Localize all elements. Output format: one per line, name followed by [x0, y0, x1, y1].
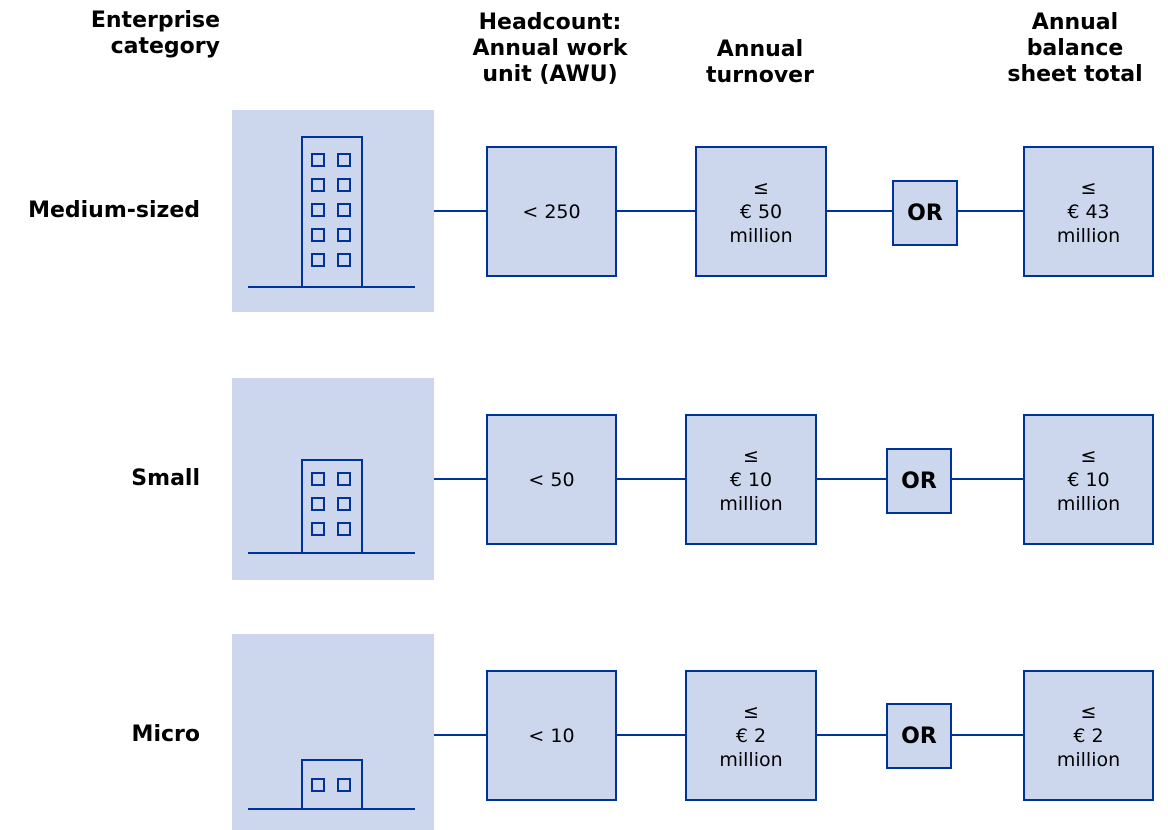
or-label: OR [901, 468, 937, 494]
medium-building-icon [232, 110, 434, 312]
turnover-unit: million [729, 224, 793, 247]
headcount-value: < 10 [528, 724, 575, 747]
header-balance-sheet-total: Annual balance sheet total [1007, 10, 1143, 87]
connector-line [617, 478, 687, 480]
connector-line [434, 734, 488, 736]
connector-line [434, 210, 488, 212]
or-box-micro: OR [886, 703, 952, 769]
or-box-small: OR [886, 448, 952, 514]
balance-amount: € 2 [1073, 724, 1104, 747]
or-label: OR [907, 200, 943, 226]
connector-line [817, 734, 887, 736]
turnover-symbol: ≤ [753, 176, 769, 199]
header-headcount: Headcount: Annual work unit (AWU) [472, 10, 628, 87]
connector-line [952, 478, 1025, 480]
connector-line [617, 734, 687, 736]
balance-box-small: ≤ € 10 million [1023, 414, 1154, 545]
balance-box-medium: ≤ € 43 million [1023, 146, 1154, 277]
turnover-symbol: ≤ [743, 444, 759, 467]
headcount-value: < 50 [528, 468, 575, 491]
balance-amount: € 43 [1067, 200, 1110, 223]
or-box-medium: OR [892, 180, 958, 246]
connector-line [434, 478, 488, 480]
balance-box-micro: ≤ € 2 million [1023, 670, 1154, 801]
connector-line [617, 210, 696, 212]
headcount-box-medium: < 250 [486, 146, 617, 277]
micro-building-icon [232, 634, 434, 830]
balance-unit: million [1056, 492, 1121, 515]
turnover-unit: million [719, 748, 783, 771]
turnover-box-small: ≤ € 10 million [685, 414, 817, 545]
connector-line [817, 478, 887, 480]
headcount-box-small: < 50 [486, 414, 617, 545]
connector-line [827, 210, 894, 212]
header-enterprise-category: Enterprise category [90, 8, 220, 59]
balance-amount: € 10 [1067, 468, 1110, 491]
balance-symbol: ≤ [1080, 444, 1097, 467]
category-small: Small [131, 466, 200, 491]
turnover-box-medium: ≤ € 50 million [695, 146, 827, 277]
balance-unit: million [1056, 748, 1121, 771]
turnover-box-micro: ≤ € 2 million [685, 670, 817, 801]
headcount-value: < 250 [522, 200, 581, 223]
balance-symbol: ≤ [1080, 700, 1097, 723]
connector-line [952, 734, 1025, 736]
turnover-symbol: ≤ [743, 700, 759, 723]
connector-line [958, 210, 1025, 212]
category-medium-sized: Medium-sized [28, 198, 200, 223]
turnover-unit: million [719, 492, 783, 515]
small-building-icon [232, 378, 434, 580]
turnover-amount: € 10 [729, 468, 773, 491]
header-annual-turnover: Annual turnover [706, 37, 814, 88]
turnover-amount: € 50 [739, 200, 783, 223]
turnover-amount: € 2 [735, 724, 767, 747]
category-micro: Micro [131, 722, 200, 747]
balance-symbol: ≤ [1080, 176, 1097, 199]
balance-unit: million [1056, 224, 1121, 247]
or-label: OR [901, 723, 937, 749]
headcount-box-micro: < 10 [486, 670, 617, 801]
